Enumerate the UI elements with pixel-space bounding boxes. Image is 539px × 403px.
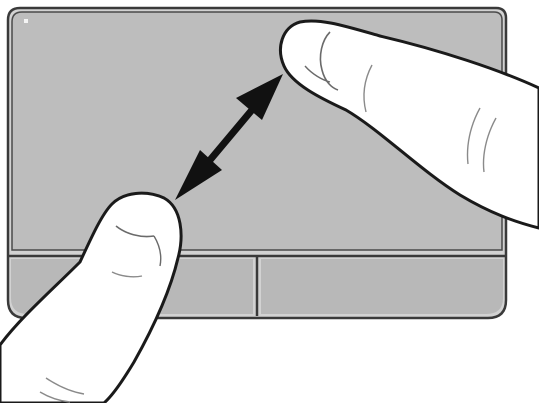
touchpad-indicator-light xyxy=(24,19,28,23)
touchpad-right-button[interactable] xyxy=(261,259,503,314)
